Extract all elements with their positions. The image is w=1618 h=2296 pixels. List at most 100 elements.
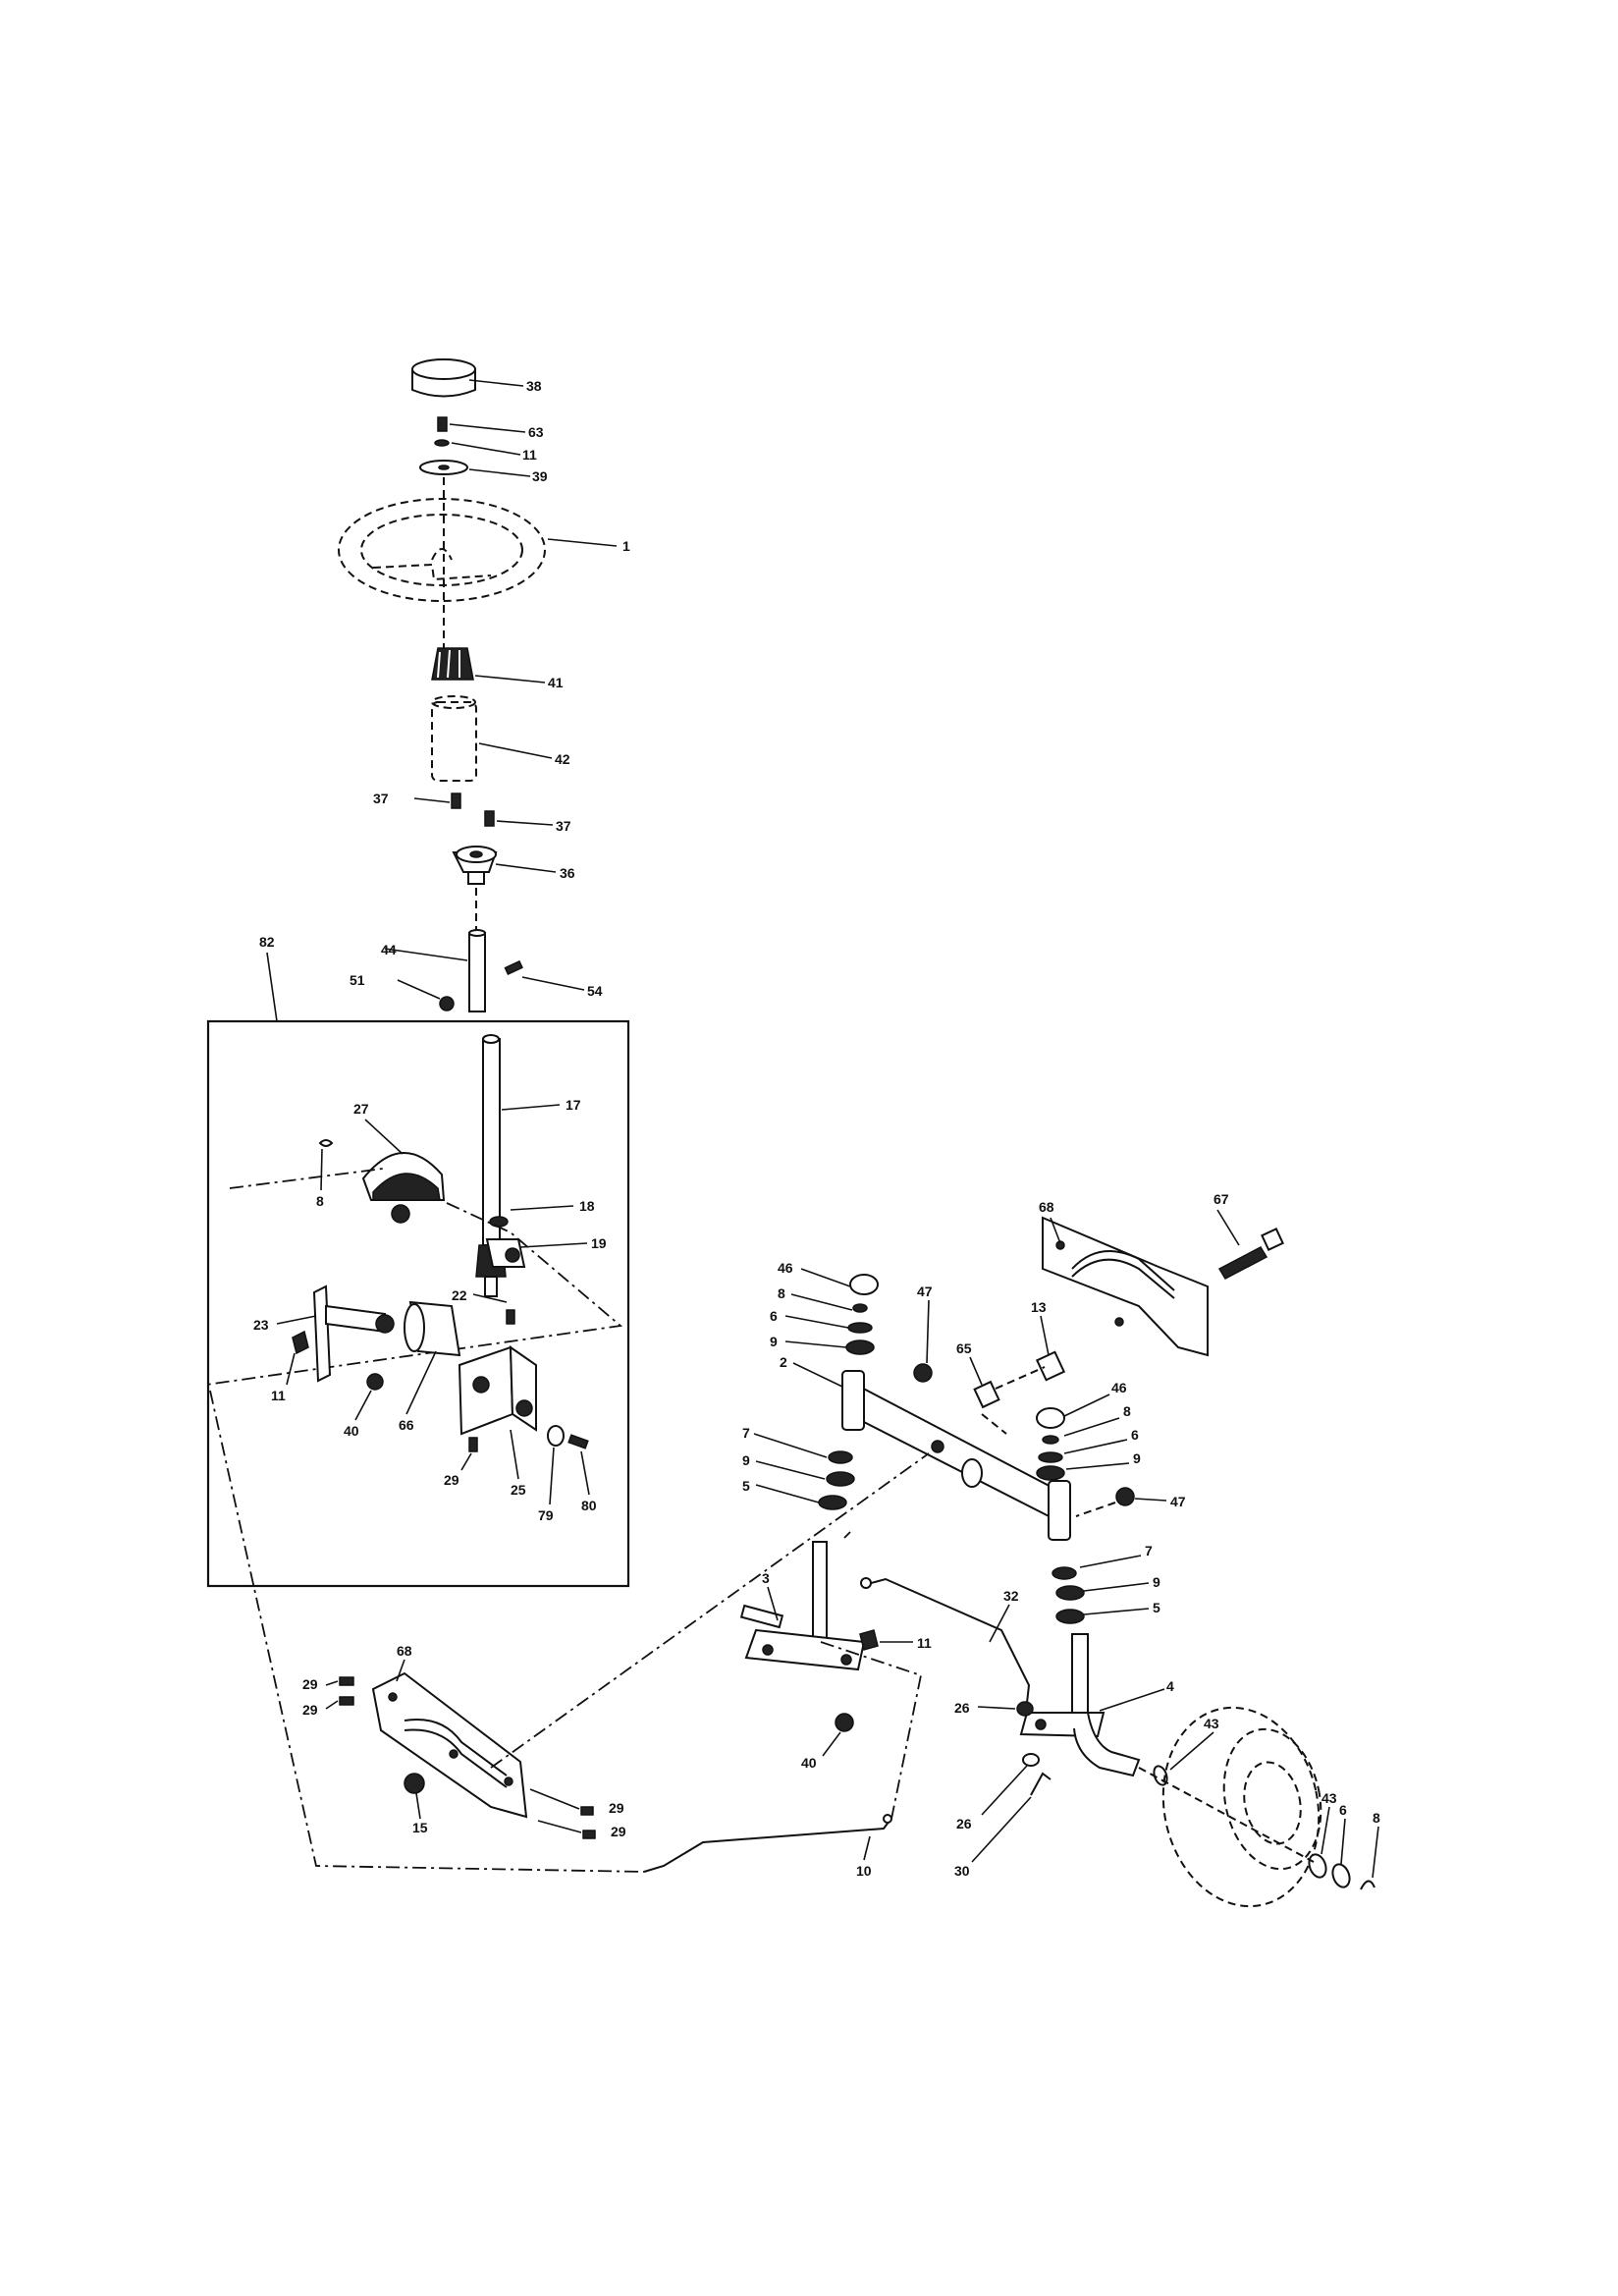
callout-82: 82 bbox=[259, 934, 275, 950]
assembly-path-lower bbox=[209, 1390, 645, 1873]
callout-44: 44 bbox=[381, 942, 397, 957]
bolt-54 bbox=[504, 959, 523, 976]
callout-11: 11 bbox=[271, 1388, 286, 1403]
callout-9: 9 bbox=[1133, 1450, 1141, 1466]
callout-29: 29 bbox=[444, 1472, 459, 1488]
callout-41: 41 bbox=[548, 675, 564, 690]
nut-40-spindle bbox=[835, 1713, 854, 1732]
washer-6-right bbox=[1038, 1451, 1063, 1463]
callout-25: 25 bbox=[511, 1482, 526, 1498]
callout-8: 8 bbox=[778, 1285, 785, 1301]
callout-47: 47 bbox=[917, 1284, 933, 1299]
spacer-13 bbox=[1035, 1350, 1066, 1382]
grease-fitting-47-right bbox=[1115, 1487, 1135, 1506]
callout-51: 51 bbox=[350, 972, 365, 988]
grease-fitting-47-left bbox=[913, 1363, 933, 1383]
callout-15: 15 bbox=[412, 1820, 428, 1835]
spindle-3-left bbox=[739, 1541, 866, 1671]
nut-26-upper bbox=[1016, 1701, 1034, 1717]
washer-6-left bbox=[847, 1322, 873, 1334]
assembly-box-82 bbox=[206, 1019, 630, 1588]
bearing-9-right-upper bbox=[1036, 1465, 1065, 1481]
callout-39: 39 bbox=[532, 468, 548, 484]
callout-66: 66 bbox=[399, 1417, 414, 1433]
callout-11: 11 bbox=[917, 1635, 932, 1651]
callout-6: 6 bbox=[1339, 1802, 1347, 1818]
cap-46-left bbox=[849, 1274, 879, 1295]
callout-30: 30 bbox=[954, 1863, 970, 1879]
bolts-29-lower-right bbox=[580, 1806, 596, 1839]
pin-8-left bbox=[852, 1303, 868, 1313]
assembly-path-spindle bbox=[820, 1641, 923, 1820]
washer-18 bbox=[489, 1216, 509, 1228]
callout-26: 26 bbox=[954, 1700, 970, 1716]
pin-8-right bbox=[1042, 1435, 1059, 1445]
assembly-path-diagonal bbox=[490, 1452, 930, 1769]
callout-7: 7 bbox=[1145, 1543, 1153, 1558]
bolt-67 bbox=[1217, 1228, 1284, 1280]
callout-13: 13 bbox=[1031, 1299, 1047, 1315]
callout-8: 8 bbox=[1373, 1810, 1380, 1826]
callout-54: 54 bbox=[587, 983, 603, 999]
callout-5: 5 bbox=[742, 1478, 750, 1494]
bolt-80 bbox=[567, 1434, 589, 1449]
callout-46: 46 bbox=[1111, 1380, 1127, 1395]
front-wheel bbox=[1161, 1706, 1322, 1908]
bearing-9-left-upper bbox=[845, 1339, 875, 1355]
callout-29: 29 bbox=[609, 1800, 624, 1816]
nut-15 bbox=[404, 1773, 425, 1794]
callout-27: 27 bbox=[353, 1101, 369, 1117]
cap-screw bbox=[437, 416, 448, 432]
callout-29: 29 bbox=[302, 1676, 318, 1692]
callout-38: 38 bbox=[526, 378, 542, 394]
callout-2: 2 bbox=[780, 1354, 787, 1370]
callout-9: 9 bbox=[742, 1452, 750, 1468]
steering-wheel bbox=[338, 498, 546, 602]
bolt-22 bbox=[506, 1309, 515, 1325]
callout-1: 1 bbox=[622, 538, 630, 554]
callout-6: 6 bbox=[1131, 1427, 1139, 1443]
callout-4: 4 bbox=[1166, 1678, 1174, 1694]
callout-9: 9 bbox=[770, 1334, 778, 1349]
callout-68: 68 bbox=[1039, 1199, 1054, 1215]
nut-11 bbox=[292, 1330, 309, 1355]
flat-washer bbox=[419, 460, 468, 475]
bearing-stack-left-lower bbox=[818, 1450, 855, 1510]
boot bbox=[431, 695, 477, 782]
callout-3: 3 bbox=[762, 1570, 770, 1586]
callout-32: 32 bbox=[1003, 1588, 1019, 1604]
callout-47: 47 bbox=[1170, 1494, 1186, 1509]
pin-30 bbox=[1030, 1772, 1052, 1796]
callout-29: 29 bbox=[611, 1824, 626, 1839]
callout-46: 46 bbox=[778, 1260, 793, 1276]
callout-37: 37 bbox=[556, 818, 571, 834]
bolts-37 bbox=[451, 793, 495, 827]
steering-arm-23 bbox=[312, 1285, 395, 1383]
front-axle-2 bbox=[841, 1370, 1071, 1541]
callout-37: 37 bbox=[373, 791, 389, 806]
steering-wheel-cap bbox=[411, 358, 476, 398]
sector-gear-27 bbox=[361, 1152, 446, 1224]
pinion-19 bbox=[485, 1238, 526, 1268]
callout-65: 65 bbox=[956, 1340, 972, 1356]
callout-29: 29 bbox=[302, 1702, 318, 1718]
nut-40 bbox=[366, 1373, 384, 1391]
callout-43: 43 bbox=[1204, 1716, 1219, 1731]
nut-51 bbox=[439, 996, 455, 1011]
callout-11: 11 bbox=[522, 447, 537, 463]
spindle-4-right bbox=[1019, 1633, 1141, 1777]
clip-8 bbox=[318, 1139, 334, 1147]
callout-80: 80 bbox=[581, 1498, 597, 1513]
washers-43-6-8 bbox=[1308, 1853, 1375, 1890]
steering-adapter bbox=[431, 647, 474, 681]
callout-5: 5 bbox=[1153, 1600, 1160, 1615]
callout-68: 68 bbox=[397, 1643, 412, 1659]
nut-11-spindle bbox=[859, 1629, 879, 1651]
callout-19: 19 bbox=[591, 1235, 607, 1251]
callout-40: 40 bbox=[801, 1755, 817, 1771]
bolt-29-box bbox=[468, 1437, 478, 1452]
steering-shaft bbox=[468, 929, 486, 1012]
bearing-stack-right-lower bbox=[1052, 1566, 1085, 1624]
callout-6: 6 bbox=[770, 1308, 778, 1324]
bushing-66 bbox=[404, 1300, 461, 1357]
